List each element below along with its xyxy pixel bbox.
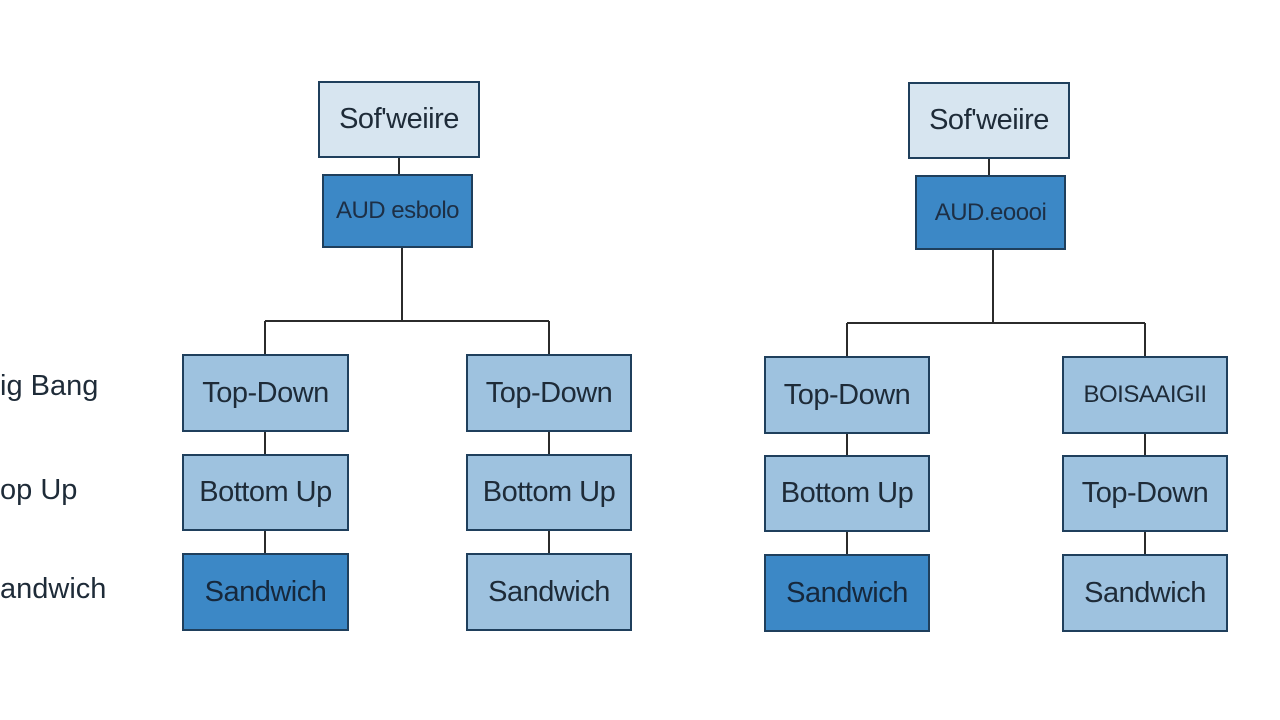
right-root-node: Sof'weiire <box>908 82 1070 159</box>
right-branch1-node1: Top-Down <box>764 356 930 434</box>
left-branch2-node1: Top-Down <box>466 354 632 432</box>
side-label-sandwich: andwich <box>0 573 107 605</box>
left-branch2-node3: Sandwich <box>466 553 632 631</box>
side-label-big-bang: ig Bang <box>0 370 99 402</box>
left-branch1-node2: Bottom Up <box>182 454 349 531</box>
side-label-top-up: op Up <box>0 474 78 506</box>
left-root-node: Sof'weiire <box>318 81 480 158</box>
right-branch1-node3: Sandwich <box>764 554 930 632</box>
left-branch2-node2: Bottom Up <box>466 454 632 531</box>
right-branch1-node2: Bottom Up <box>764 455 930 532</box>
left-branch1-node1: Top-Down <box>182 354 349 432</box>
right-middle-node: AUD.eoooi <box>915 175 1066 250</box>
right-branch2-node2: Top-Down <box>1062 455 1228 532</box>
left-branch1-node3: Sandwich <box>182 553 349 631</box>
right-branch2-node3: Sandwich <box>1062 554 1228 632</box>
right-branch2-node1: BOISAAIGII <box>1062 356 1228 434</box>
left-middle-node: AUD esbolo <box>322 174 473 248</box>
